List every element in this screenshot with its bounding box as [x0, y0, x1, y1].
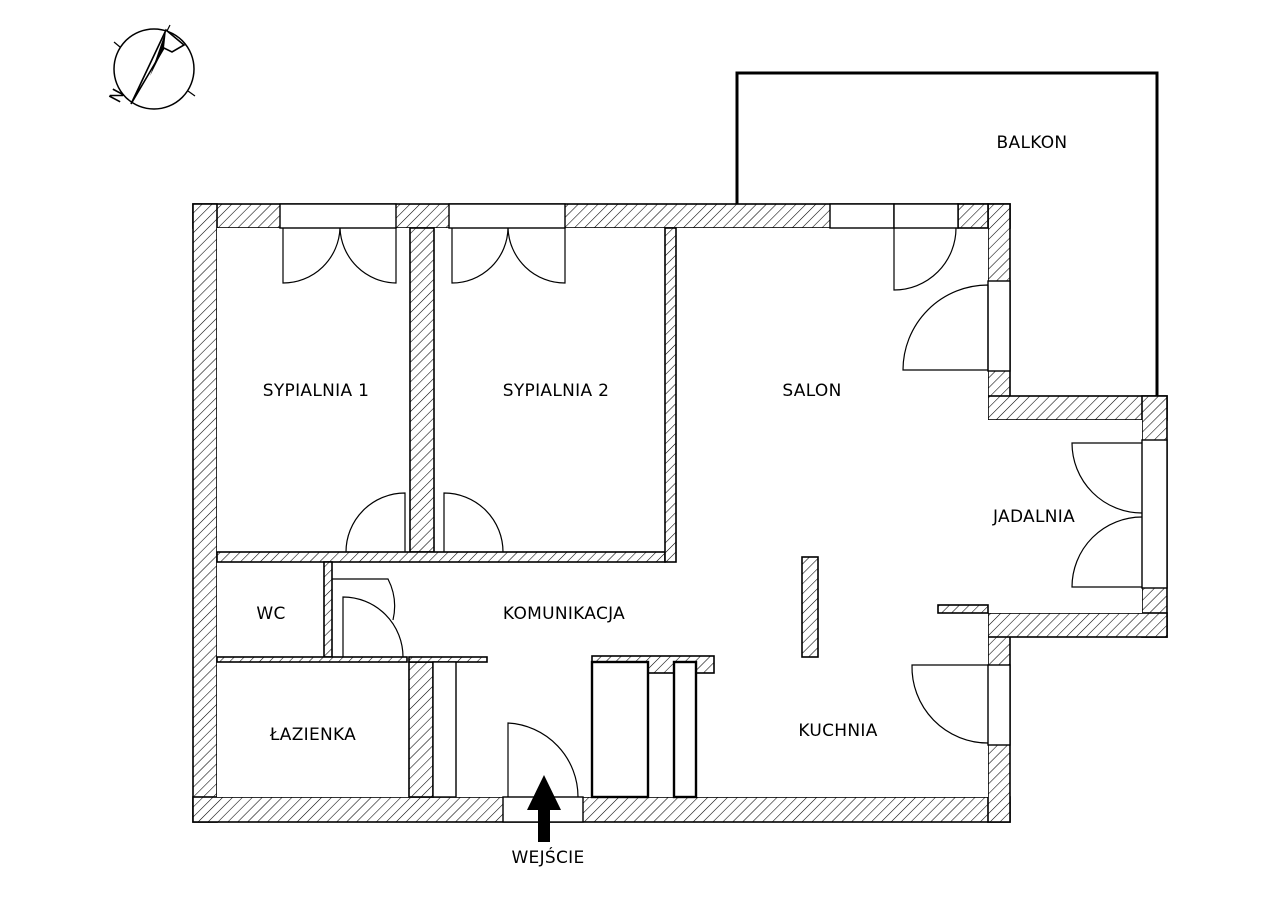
room-label-kuchnia: KUCHNIA — [798, 721, 877, 741]
room-label-balkon: BALKON — [997, 133, 1068, 153]
built-in-closets — [432, 660, 698, 799]
entrance-label: WEJŚCIE — [511, 846, 584, 868]
balcony-outline — [735, 71, 1159, 396]
entrance-arrow-icon — [527, 775, 561, 842]
room-label-lazienka: ŁAZIENKA — [269, 725, 356, 745]
compass: N — [106, 24, 196, 110]
room-label-jadalnia: JADALNIA — [992, 507, 1075, 527]
doors — [282, 227, 1143, 798]
room-label-komunikacja: KOMUNIKACJA — [503, 604, 625, 624]
room-label-sypialnia-2: SYPIALNIA 2 — [503, 381, 609, 401]
compass-needle-icon — [130, 28, 186, 105]
room-label-wc: WC — [256, 604, 285, 624]
room-label-salon: SALON — [782, 381, 841, 401]
room-label-sypialnia-1: SYPIALNIA 1 — [263, 381, 369, 401]
windows — [279, 203, 1168, 823]
